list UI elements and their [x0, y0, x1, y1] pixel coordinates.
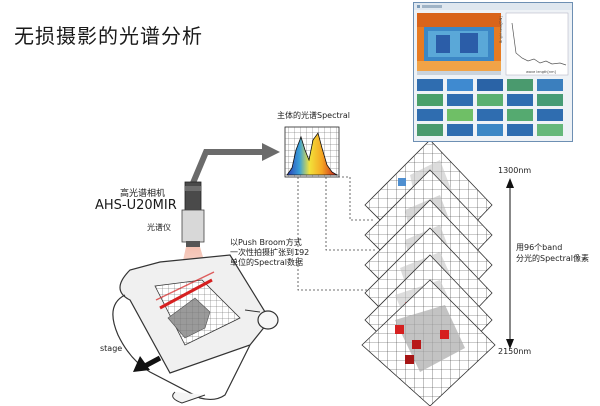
band-note-line-2: 分光的Spectral像素 — [516, 254, 590, 263]
screenshot-chart-axis-y: Brightness[DN] — [499, 16, 503, 43]
spectrum-graph — [284, 126, 340, 178]
screenshot-thumbnails — [417, 79, 563, 136]
camera-label: 高光谱相机 — [120, 189, 166, 199]
band-note-line-1: 用96个band — [516, 243, 563, 252]
spectral-layer-stack — [361, 139, 496, 406]
screenshot-chart-axis-x: wave length[nm] — [526, 70, 556, 74]
band-note: 用96个band 分光的Spectral像素 — [516, 242, 589, 264]
push-broom-line-3: 单位的Spectral数据 — [230, 258, 304, 267]
spectrum-label: 主体的光谱Spectral — [277, 111, 351, 120]
push-broom-line-1: 以Push Broom方式 — [230, 238, 302, 247]
red-scan-line — [159, 278, 213, 310]
push-broom-note: 以Push Broom方式 一次性拍摄扩张到192 单位的Spectral数据 — [230, 238, 309, 268]
wavelength-range-arrow — [506, 178, 514, 349]
camera-body — [181, 181, 205, 247]
wavelength-bottom-label: 2150nm — [498, 347, 532, 356]
camera-model: AHS-U20MIR — [95, 198, 177, 213]
page-title: 无损摄影的光谱分析 — [14, 24, 203, 48]
spectrometer-label: 光谱仪 — [147, 223, 171, 232]
push-broom-line-2: 一次性拍摄扩张到192 — [230, 248, 310, 257]
stage-label: stage — [100, 344, 123, 353]
software-screenshot: Brightness[DN] wave length[nm] — [413, 2, 573, 142]
stage-direction-arrow — [133, 355, 162, 372]
wavelength-top-label: 1300nm — [498, 166, 532, 175]
camera-to-spectrum-arrow — [190, 143, 280, 185]
software-screenshot-graphic: Brightness[DN] wave length[nm] — [414, 3, 572, 136]
spectral-layer-6 — [361, 279, 496, 406]
spectrum-to-stack-lines — [297, 176, 375, 291]
